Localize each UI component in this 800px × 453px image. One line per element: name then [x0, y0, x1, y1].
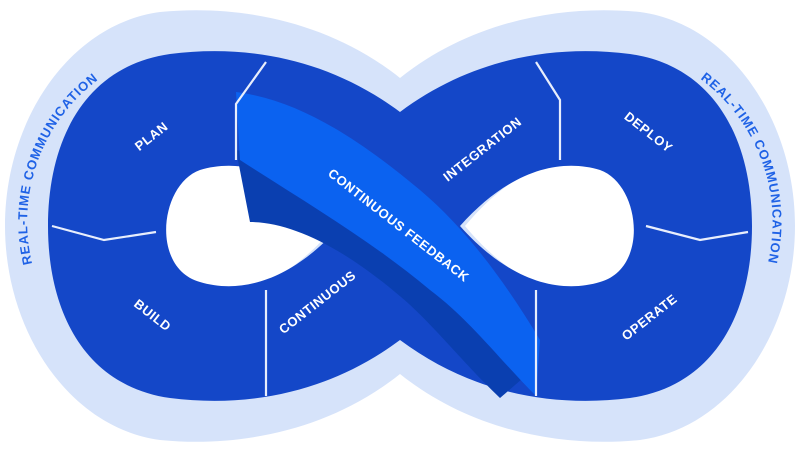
continuous-feedback-band: [236, 92, 540, 396]
segment-dividers: [51, 61, 749, 396]
crossing-band-shadow: [236, 150, 530, 398]
